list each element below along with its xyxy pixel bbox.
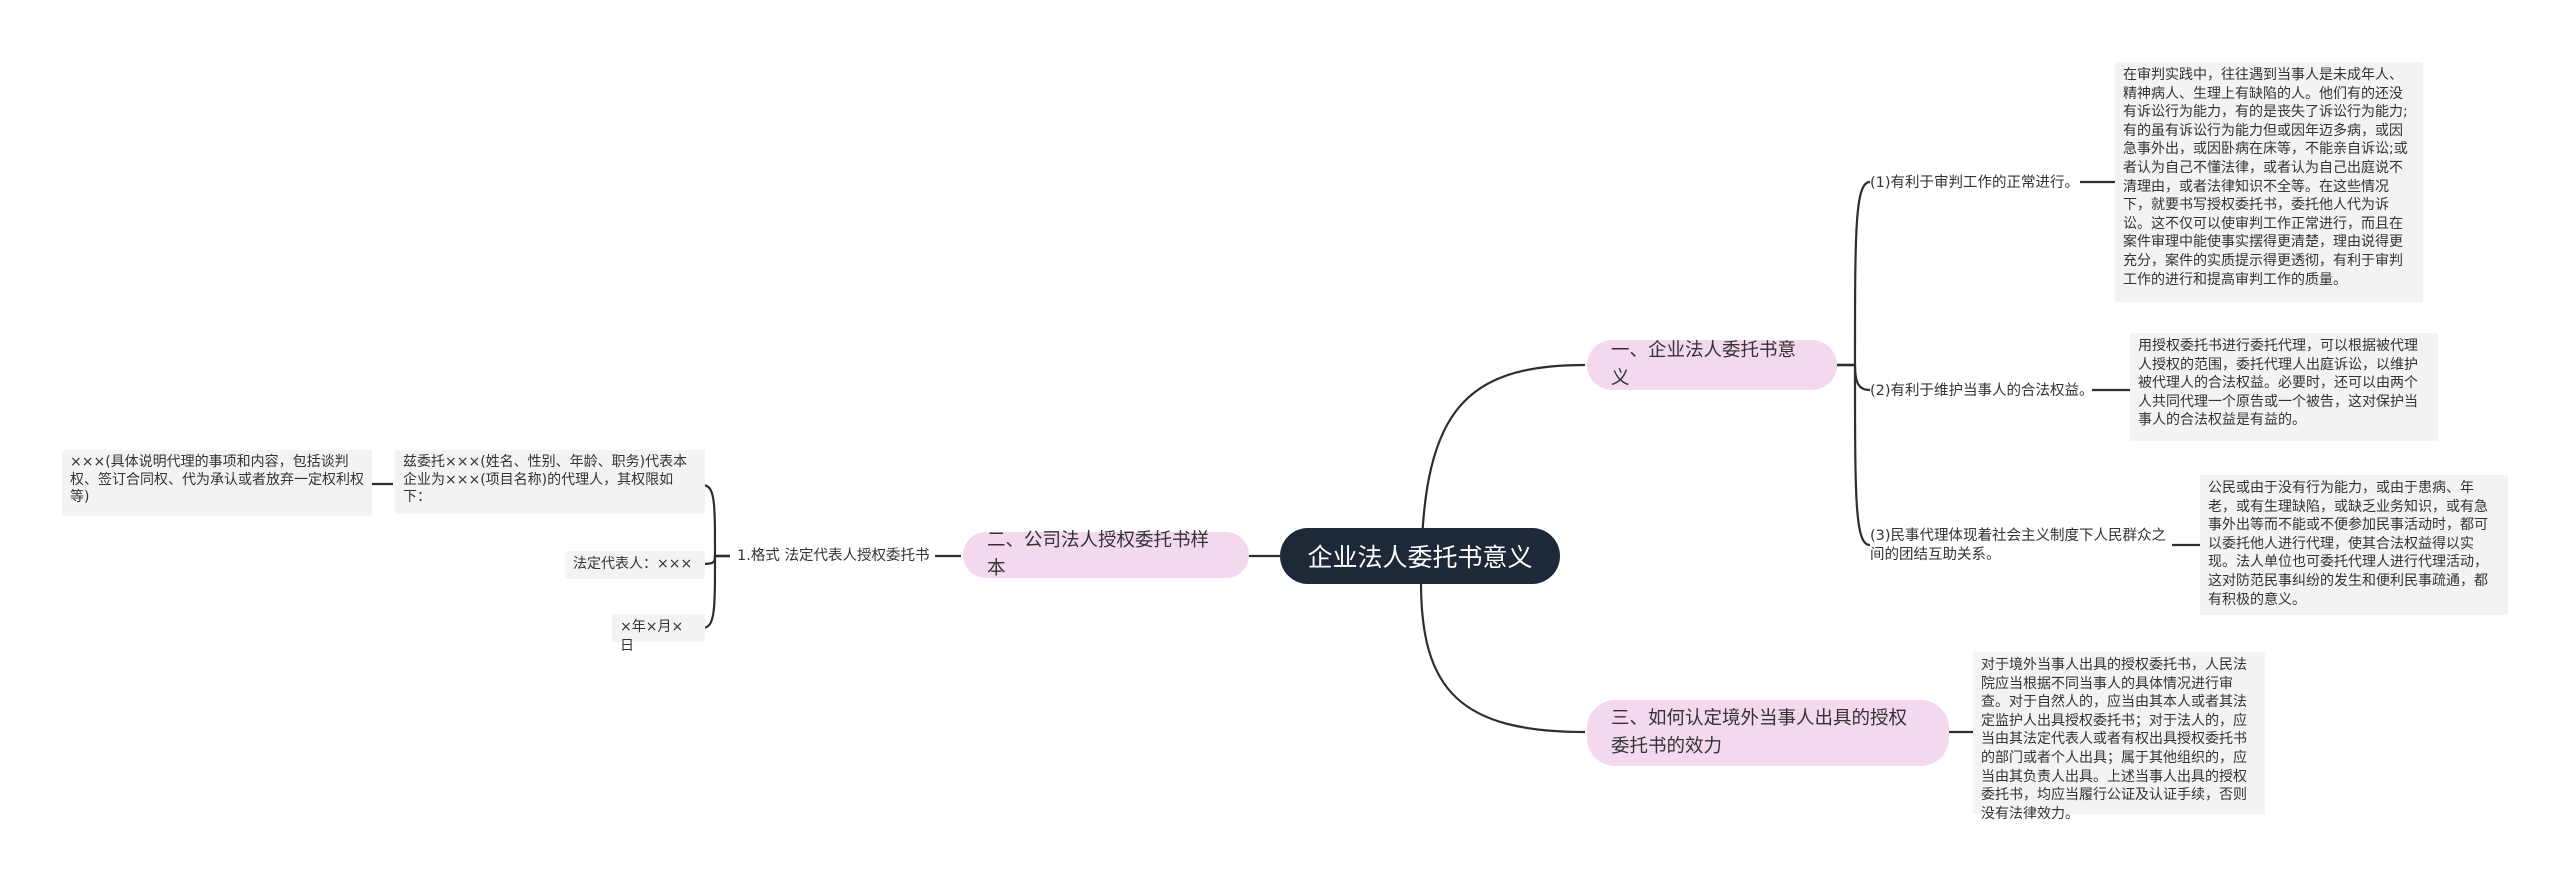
child-2-label: (2)有利于维护当事人的合法权益。: [1870, 382, 2094, 399]
detail-box-4[interactable]: 对于境外当事人出具的授权委托书，人民法院应当根据不同当事人的具体情况进行审查。对…: [1973, 652, 2265, 822]
detail-1-text: 在审判实践中，往往遇到当事人是未成年人、精神病人、生理上有缺陷的人。他们有的还没…: [2123, 67, 2408, 288]
branch-1-label: 一、企业法人委托书意义: [1611, 340, 1797, 389]
edge-branch1-child3: [1836, 363, 1871, 547]
edge-child-item1: [701, 483, 730, 558]
branch1-child-3[interactable]: (3)民事代理体现着社会主义制度下人民群众之间的团结互助关系。: [1870, 526, 2175, 566]
root-node[interactable]: 企业法人委托书意义: [1280, 528, 1560, 584]
branch-node-3[interactable]: 三、如何认定境外当事人出具的授权委托书的效力: [1587, 700, 1949, 766]
branch1-child-2[interactable]: (2)有利于维护当事人的合法权益。: [1870, 380, 2095, 402]
item-box-2[interactable]: 法定代表人：×××: [565, 551, 705, 579]
detail-3-text: 公民或由于没有行为能力，或由于患病、年老，或有生理缺陷，或缺乏业务知识，或有急事…: [2208, 480, 2488, 608]
item-box-1[interactable]: 兹委托×××(姓名、性别、年龄、职务)代表本企业为×××(项目名称)的代理人，其…: [395, 450, 705, 514]
branch-node-1[interactable]: 一、企业法人委托书意义: [1587, 340, 1837, 390]
detail-box-3[interactable]: 公民或由于没有行为能力，或由于患病、年老，或有生理缺陷，或缺乏业务知识，或有急事…: [2200, 475, 2508, 615]
branch-2-label: 二、公司法人授权委托书样本: [987, 530, 1210, 579]
edge-branch1-child2: [1836, 363, 1871, 392]
child-3-label: (3)民事代理体现着社会主义制度下人民群众之间的团结互助关系。: [1870, 528, 2167, 563]
edge-root-branch3: [1419, 581, 1586, 734]
detail-2-text: 用授权委托书进行委托代理，可以根据被代理人授权的范围，委托代理人出庭诉讼，以维护…: [2138, 338, 2418, 429]
item-1-text: 兹委托×××(姓名、性别、年龄、职务)代表本企业为×××(项目名称)的代理人，其…: [403, 454, 688, 505]
branch1-child-1[interactable]: (1)有利于审判工作的正常进行。: [1870, 172, 2085, 194]
child-1-label: (1)有利于审判工作的正常进行。: [1870, 174, 2080, 191]
branch-node-2[interactable]: 二、公司法人授权委托书样本: [963, 530, 1249, 579]
detail-box-1[interactable]: 在审判实践中，往往遇到当事人是未成年人、精神病人、生理上有缺陷的人。他们有的还没…: [2115, 62, 2423, 302]
branch2-child[interactable]: 1.格式 法定代表人授权委托书: [737, 545, 942, 567]
item-box-3[interactable]: ×年×月×日: [612, 614, 705, 654]
item-3-text: ×年×月×日: [620, 619, 684, 654]
root-label: 企业法人委托书意义: [1307, 543, 1533, 572]
branch-3-label: 三、如何认定境外当事人出具的授权委托书的效力: [1611, 708, 1908, 757]
detail-4-text: 对于境外当事人出具的授权委托书，人民法院应当根据不同当事人的具体情况进行审查。对…: [1981, 657, 2247, 822]
item-2-text: 法定代表人：×××: [573, 556, 693, 572]
item-detail-box[interactable]: ×××(具体说明代理的事项和内容，包括谈判权、签订合同权、代为承认或者放弃一定权…: [62, 450, 372, 516]
detail-box-2[interactable]: 用授权委托书进行委托代理，可以根据被代理人授权的范围，委托代理人出庭诉讼，以维护…: [2130, 333, 2438, 441]
branch2-child-label: 1.格式 法定代表人授权委托书: [737, 547, 930, 564]
edge-root-branch1: [1419, 363, 1586, 583]
edge-branch1-child1: [1836, 180, 1871, 367]
item-1-detail: ×××(具体说明代理的事项和内容，包括谈判权、签订合同权、代为承认或者放弃一定权…: [70, 454, 364, 505]
edge-child-item3: [701, 554, 730, 630]
